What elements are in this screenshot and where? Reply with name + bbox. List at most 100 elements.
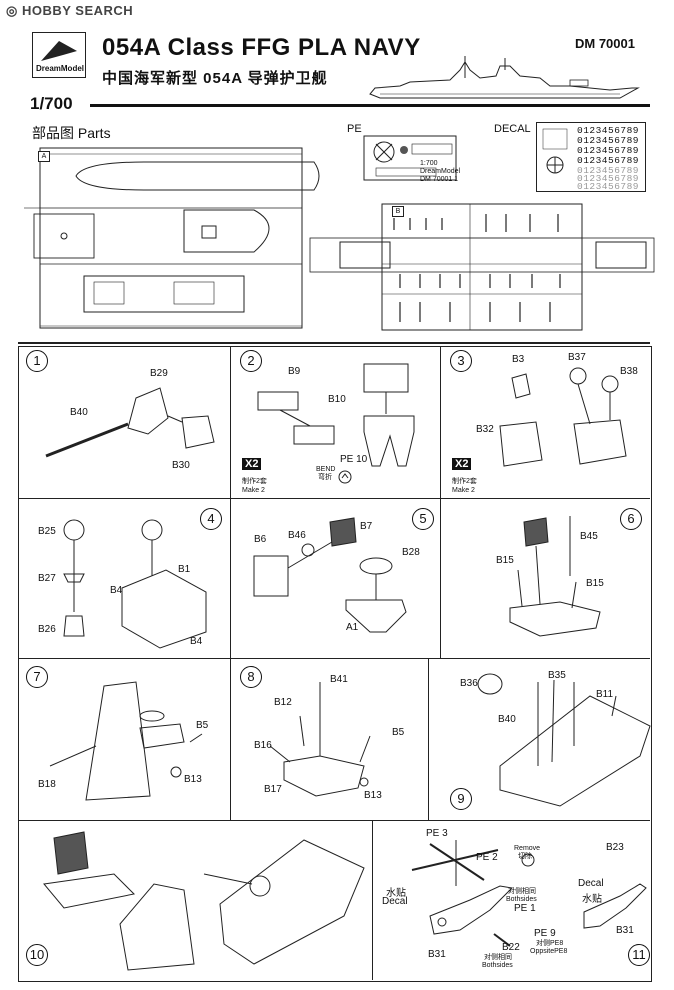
make-note: 制作2套	[242, 478, 267, 485]
step-number: 1	[26, 350, 48, 372]
part-label: B5	[196, 720, 209, 731]
part-label: B17	[264, 784, 282, 795]
pe-label: PE	[347, 123, 362, 135]
pe-fret-text-2: DM 70001 1	[420, 176, 459, 183]
part-label: B7	[360, 521, 373, 532]
part-label: B12	[274, 697, 292, 708]
part-label: B35	[548, 670, 566, 681]
logo-text: DreamModel	[35, 64, 84, 73]
part-label: B41	[330, 674, 348, 685]
header-divider	[90, 104, 650, 107]
part-label: B45	[580, 531, 598, 542]
decal-row: 0123456789	[577, 155, 640, 166]
part-label: B38	[620, 366, 638, 377]
decal-note: 水贴	[582, 894, 602, 905]
step-number: 7	[26, 666, 48, 688]
step4-mast-illustration	[63, 519, 207, 649]
section-divider	[18, 342, 650, 344]
decal-note: 水贴	[386, 888, 406, 899]
sprue-a-illustration	[24, 147, 320, 329]
pe-fret-illustration	[363, 135, 457, 181]
multiplier-badge: X2	[242, 458, 262, 470]
decal-note: Decal	[382, 896, 408, 907]
dreammodel-logo	[32, 32, 86, 78]
pe-fret-text-1: DreamModel	[420, 168, 461, 175]
remove-note: Remove	[514, 845, 541, 852]
part-label: PE 10	[340, 454, 368, 465]
step3-ciws-illustration	[499, 367, 627, 467]
bothsides-note: Bothsides	[482, 962, 513, 969]
col-divider	[428, 658, 429, 820]
part-label: B18	[38, 779, 56, 790]
part-label: B13	[184, 774, 202, 785]
col-divider	[372, 820, 373, 980]
product-code: DM 70001	[575, 36, 635, 51]
opposite-note: OppsitePE8	[530, 948, 568, 955]
decal-row: 0123456789	[577, 135, 640, 146]
page-title: 054A Class FFG PLA NAVY	[102, 34, 421, 61]
step-number: 10	[26, 944, 48, 966]
step9-hangar-illustration	[477, 673, 651, 807]
bothsides-note: 对侧相同	[508, 888, 536, 895]
parts-heading: 部品图 Parts	[32, 125, 111, 141]
decal-markings-illustration	[542, 128, 568, 174]
part-label: B15	[586, 578, 604, 589]
part-label: B10	[328, 394, 346, 405]
part-label: B6	[254, 534, 267, 545]
part-label: PE 9	[534, 928, 556, 939]
part-label: PE 2	[476, 852, 498, 863]
part-label: B46	[288, 530, 306, 541]
sprue-a-tag: A	[38, 151, 50, 162]
part-label: PE 1	[514, 903, 536, 914]
decal-sheet: 0123456789 0123456789 0123456789 0123456…	[536, 122, 646, 192]
part-label: PE 3	[426, 828, 448, 839]
col-divider	[440, 346, 441, 658]
step5-radar-illustration	[253, 517, 407, 633]
part-label: B1	[178, 564, 191, 575]
row-divider	[18, 658, 650, 659]
part-label: B32	[476, 424, 494, 435]
part-label: B13	[364, 790, 382, 801]
decal-row: 0123456789	[577, 125, 640, 136]
watermark-brand: ◎ HOBBY SEARCH	[6, 3, 134, 18]
part-label: B31	[616, 925, 634, 936]
part-label: B29	[150, 368, 168, 379]
part-label: B3	[512, 354, 525, 365]
step2-launcher-illustration	[257, 363, 415, 467]
bothsides-note: 对侧相同	[484, 954, 512, 961]
row-divider	[18, 820, 650, 821]
part-label: B40	[498, 714, 516, 725]
step-number: 9	[450, 788, 472, 810]
part-label: B16	[254, 740, 272, 751]
multiplier-badge: X2	[452, 458, 472, 470]
step11-helicopter-illustration	[411, 840, 647, 947]
part-label: B22	[502, 942, 520, 953]
decal-note: Decal	[578, 878, 604, 889]
step1-gun-illustration	[45, 387, 215, 458]
part-label: B4	[190, 636, 203, 647]
part-label: B36	[460, 678, 478, 689]
part-label: B23	[606, 842, 624, 853]
step8-mast-illustration	[269, 682, 371, 797]
step-number: 4	[200, 508, 222, 530]
page-subtitle: 中国海军新型 054A 导弹护卫舰	[102, 70, 328, 87]
scale-label: 1/700	[30, 94, 73, 113]
make-note: Make 2	[242, 487, 265, 494]
part-label: B31	[428, 949, 446, 960]
steps-frame	[18, 346, 652, 982]
bend-note: 弯折	[318, 474, 332, 481]
sprue-b-illustration	[309, 203, 655, 331]
opposite-note: 对侧PE8	[536, 940, 564, 947]
step6-mast-illustration	[509, 516, 601, 637]
ship-profile-illustration	[369, 56, 640, 99]
bend-note: BEND	[316, 466, 336, 473]
make-note: 制作2套	[452, 478, 477, 485]
part-label: B15	[496, 555, 514, 566]
step-number: 2	[240, 350, 262, 372]
part-label: B5	[392, 727, 405, 738]
logo-emblem-icon	[41, 41, 77, 61]
part-label: B30	[172, 460, 190, 471]
brand-logo-icon: ◎	[6, 3, 22, 18]
decal-row-hollow: 0123456789	[577, 165, 640, 176]
step7-tower-illustration	[49, 681, 203, 801]
